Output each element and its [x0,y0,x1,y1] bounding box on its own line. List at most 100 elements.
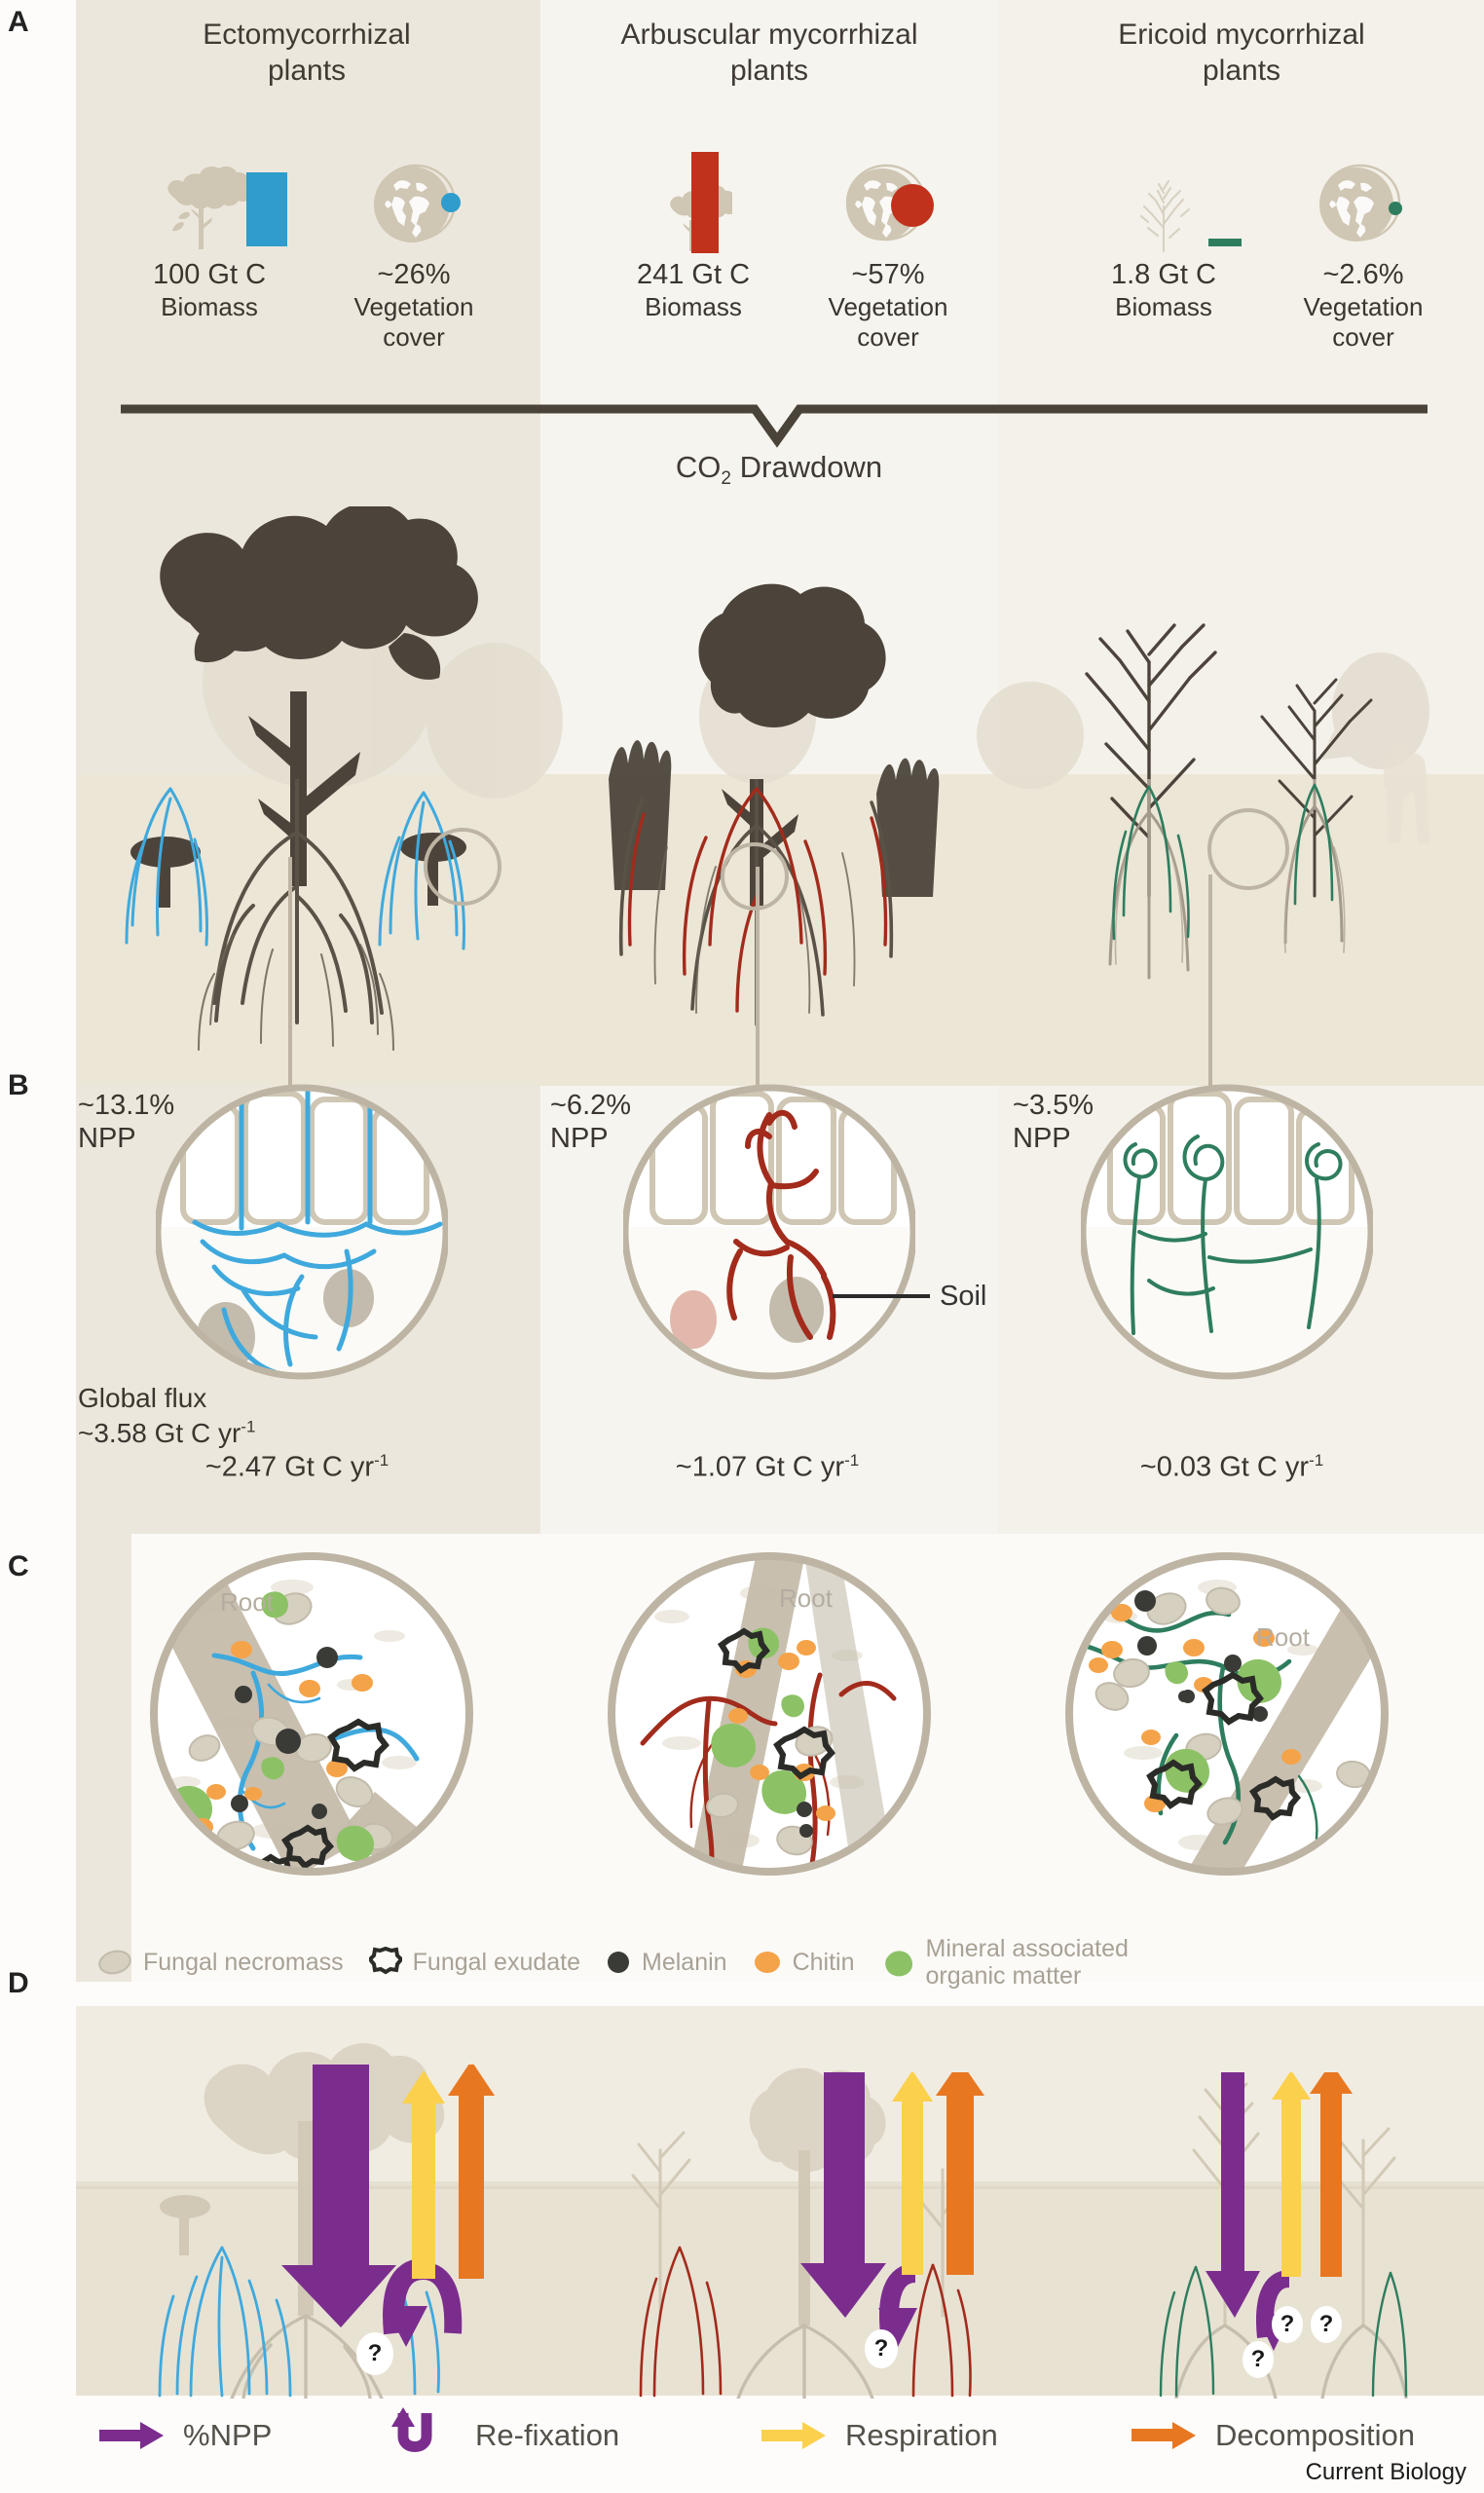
npp-am: ~6.2% NPP [550,1089,631,1155]
biomass-label-ecto: Biomass [161,291,258,321]
legend-label-mao-line2: organic matter [925,1962,1082,1990]
decomposition-arrow-icon [1132,2422,1196,2449]
npp-arrow-icon-erm [1206,2072,1260,2318]
legend-item-decomposition: Decomposition [1130,2418,1415,2453]
root-label-am: Root [779,1583,834,1613]
legend-label-refixation: Re-fixation [475,2418,620,2452]
metric-cover-erm: ~2.6% Vegetation cover [1266,258,1461,353]
flux-erm: ~0.03 Gt C yr-1 [1027,1451,1436,1484]
column-title-erm: Ericoid mycorrhizal plants [1032,18,1451,89]
npp-arrow-icon [99,2422,164,2449]
co2-drawdown-label: CO2 Drawdown [584,450,974,490]
decomposition-arrow-icon-erm [1320,2086,1342,2277]
panel-letter-c: C [8,1550,29,1582]
question-badge-ecto: ? [356,2332,393,2375]
cover-label-am-1: Vegetation [828,291,948,321]
legend-label-fungal-exudate: Fungal exudate [412,1949,581,1976]
global-flux-value-sup: -1 [241,1418,256,1437]
flux-am: ~1.07 Gt C yr-1 [563,1451,972,1484]
refixation-loop-icon [391,2407,432,2452]
npp-label-erm: NPP [1013,1123,1071,1155]
biomass-value-ecto: 100 Gt C [152,259,267,290]
panel-letter-b: B [8,1069,29,1101]
root-label-erm: Root [1256,1622,1311,1652]
legend-label-decomposition: Decomposition [1215,2418,1416,2452]
flux-am-sup: -1 [844,1451,860,1470]
npp-value-erm: ~3.5% [1013,1090,1094,1121]
globe-icon-am [845,164,934,242]
global-flux-value: ~3.58 Gt C yr-1 [78,1416,255,1451]
soil-label: Soil [940,1281,987,1312]
arbuscular-mycorrhizal-root-system [618,779,894,1026]
mineral-blob-icon [884,1951,912,1977]
metric-biomass-am: 241 Gt C Biomass [596,258,791,322]
soil-microcosm-erm: Root [1065,1552,1389,1876]
journal-credit: Current Biology [1305,2459,1466,2485]
column-title-ecto: Ectomycorrhizal plants [97,18,516,89]
panel-d-legend: %NPP Re-fixation Respiration Decompositi… [97,2405,1461,2466]
ericoid-mycorrhizal-root-system [1108,779,1346,980]
npp-ecto: ~13.1% NPP [78,1089,174,1155]
chitin-dot-icon [754,1952,780,1973]
necromass-blob-icon [98,1950,131,1975]
globe-icon-ecto [374,164,461,242]
flux-erm-text: ~0.03 Gt C yr [1139,1451,1310,1483]
legend-item-npp: %NPP [97,2418,390,2453]
question-badge-am: ? [865,2329,898,2368]
biomass-bar-erm [1208,239,1242,246]
cover-value-erm: ~2.6% [1322,259,1404,290]
column-title-am-line1: Arbuscular mycorrhizal [620,19,918,51]
root-cell-circle-am [623,1084,915,1380]
biomass-label-erm: Biomass [1115,291,1212,321]
melanin-dot-icon [608,1952,630,1973]
legend-label-respiration: Respiration [845,2418,998,2452]
legend-label-chitin: Chitin [792,1949,855,1976]
soil-microcosm-ecto: Root [150,1552,473,1876]
flux-arrows-am [800,2072,984,2347]
column-title-ecto-line1: Ectomycorrhizal [203,19,411,51]
npp-erm: ~3.5% NPP [1013,1089,1094,1155]
arbuscular-mycorrhizal-tree-illustration [609,583,940,906]
npp-label-am: NPP [550,1123,609,1155]
column-title-am: Arbuscular mycorrhizal plants [560,18,979,89]
root-label-ecto: Root [220,1587,275,1617]
flux-ecto: ~2.47 Gt C yr-1 [93,1451,501,1484]
metric-cover-am: ~57% Vegetation cover [791,258,985,353]
legend-item-fungal-exudate: Fungal exudate [368,1946,581,1979]
metric-biomass-erm: 1.8 Gt C Biomass [1066,258,1261,322]
metric-biomass-ecto: 100 Gt C Biomass [112,258,307,322]
panel-c-legend: Fungal necromass Fungal exudate Melanin … [97,1923,1461,2001]
legend-label-melanin: Melanin [642,1949,727,1976]
npp-value-am: ~6.2% [550,1090,632,1121]
biomass-label-am: Biomass [645,291,742,321]
global-flux-block: Global flux ~3.58 Gt C yr-1 [78,1381,255,1452]
npp-arrow-icon-ecto [281,2065,396,2327]
cover-label-ecto-2: cover [383,321,445,352]
cover-label-erm-1: Vegetation [1303,291,1424,321]
panel-letter-a: A [8,6,29,38]
flux-am-text: ~1.07 Gt C yr [675,1451,845,1483]
decomposition-arrow-icon-ecto [459,2086,484,2279]
cover-label-erm-2: cover [1332,321,1394,352]
biomass-value-am: 241 Gt C [636,259,751,290]
global-flux-value-text: ~3.58 Gt C yr [78,1418,241,1449]
soil-callout-line [833,1294,930,1298]
co2-pre: CO [675,450,722,484]
biomass-value-erm: 1.8 Gt C [1111,259,1216,290]
exudate-gear-icon [368,1946,402,1975]
npp-value-ecto: ~13.1% [78,1090,175,1121]
flux-ecto-text: ~2.47 Gt C yr [204,1451,375,1483]
flux-arrows-erm [1206,2072,1353,2351]
cover-label-am-2: cover [857,321,919,352]
legend-item-respiration: Respiration [760,2418,1130,2453]
respiration-arrow-icon-ecto [412,2094,435,2279]
biomass-bar-am [691,152,719,253]
broadleaf-tree-icon [167,166,254,249]
globe-icon-erm [1319,164,1402,242]
respiration-arrow-icon [761,2422,826,2449]
flux-arrows-ecto [281,2065,495,2347]
co2-post: Drawdown [731,450,883,484]
ectomycorrhizal-root-system [125,779,465,1051]
flux-erm-sup: -1 [1309,1451,1324,1470]
lens-connector-lines [288,857,1212,1093]
